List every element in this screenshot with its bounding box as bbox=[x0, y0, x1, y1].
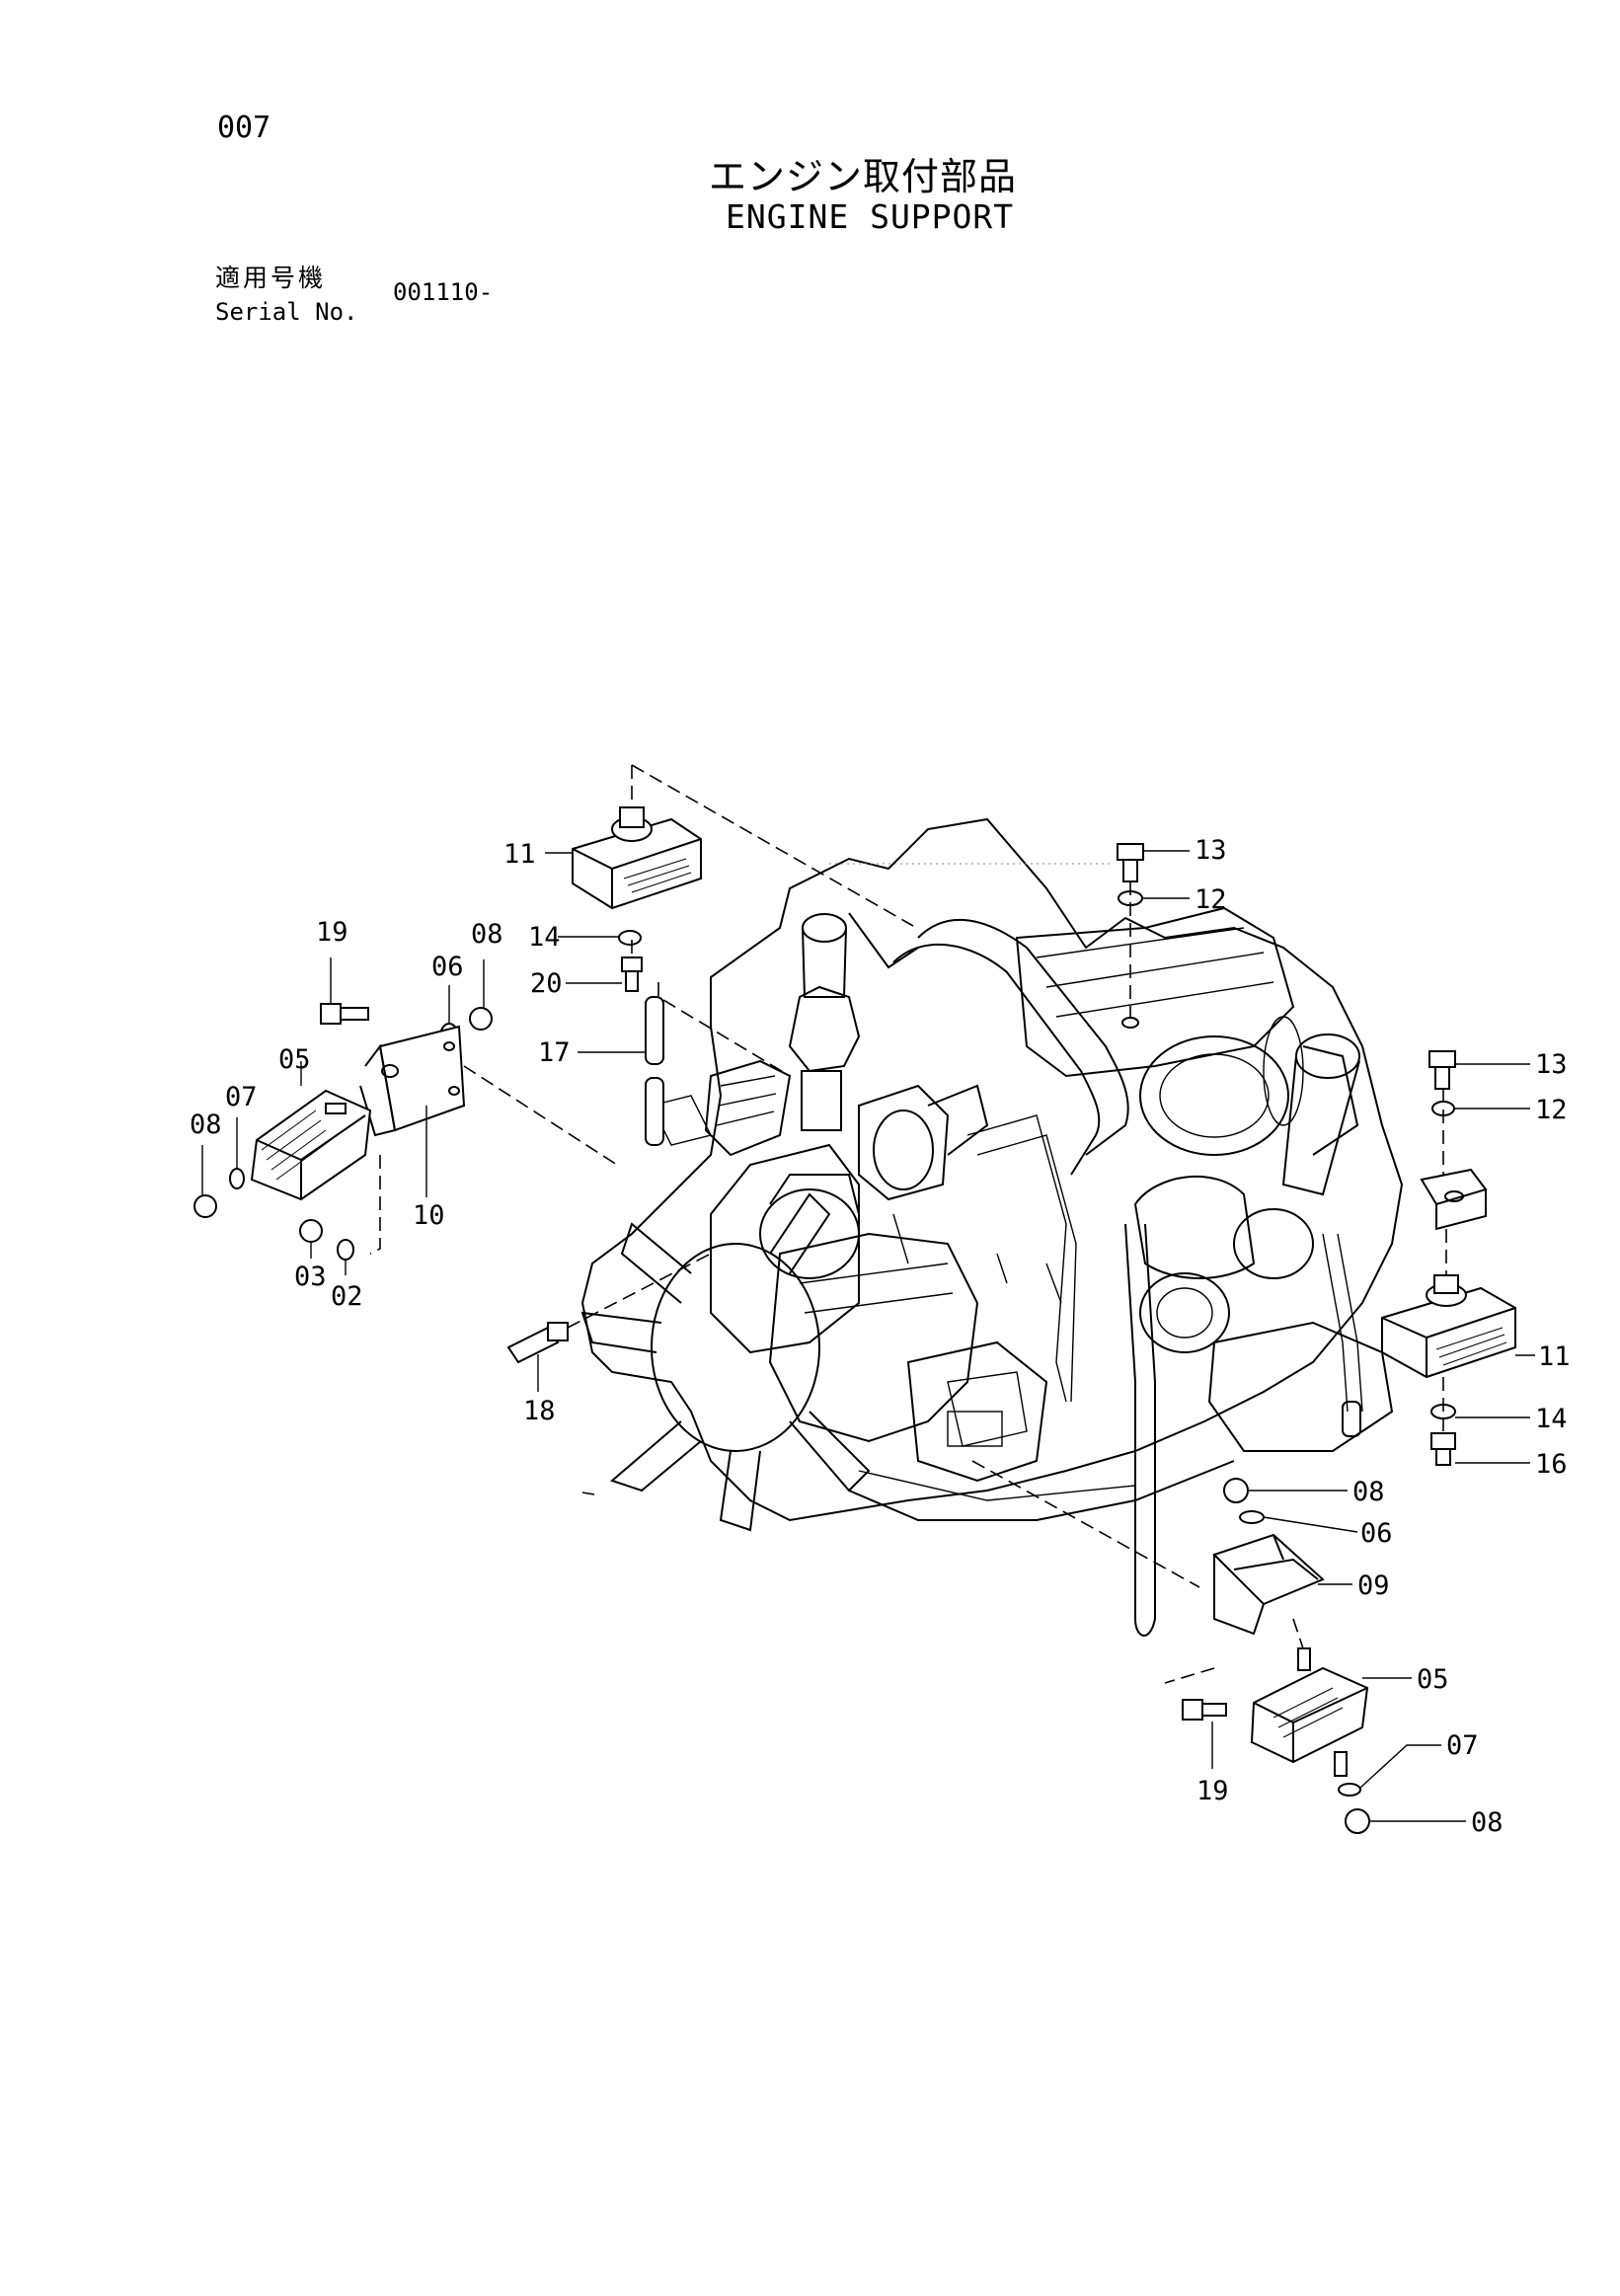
engine-illustration bbox=[580, 817, 1488, 1637]
part-07-washer-left bbox=[229, 1168, 245, 1189]
callout-11-right: 11 bbox=[1538, 1341, 1571, 1372]
part-05-mount-lower bbox=[1250, 1647, 1369, 1777]
callout-08-lower-top: 08 bbox=[1352, 1477, 1385, 1507]
callout-12-right: 12 bbox=[1535, 1095, 1568, 1125]
callout-14-right: 14 bbox=[1535, 1404, 1568, 1434]
page-number: 007 bbox=[217, 111, 271, 145]
part-10-bracket bbox=[359, 1025, 466, 1137]
callout-06-lower: 06 bbox=[1360, 1518, 1393, 1549]
callout-05-lower: 05 bbox=[1417, 1664, 1449, 1695]
callout-02: 02 bbox=[331, 1281, 363, 1312]
callout-14-upper: 14 bbox=[528, 922, 561, 953]
callout-07-lower: 07 bbox=[1446, 1730, 1479, 1761]
callout-20: 20 bbox=[530, 968, 563, 999]
callout-labels: 11 14 20 17 13 12 19 06 08 05 07 08 10 0… bbox=[190, 835, 1571, 1838]
callout-08-lower: 08 bbox=[1471, 1807, 1504, 1838]
page-title-japanese: エンジン取付部品 bbox=[709, 155, 1018, 198]
callout-08-left-top: 08 bbox=[471, 919, 503, 950]
part-07-washer-lower bbox=[1338, 1783, 1361, 1797]
part-19-bolt-left bbox=[320, 1003, 369, 1025]
part-03-nut bbox=[299, 1219, 323, 1243]
part-05-mount-left bbox=[250, 1089, 372, 1201]
callout-09: 09 bbox=[1357, 1570, 1390, 1601]
part-08-nut-lower bbox=[1345, 1808, 1370, 1834]
part-19-bolt-lower bbox=[1182, 1699, 1227, 1721]
serial-label-english: Serial No. bbox=[215, 298, 358, 326]
callout-10: 10 bbox=[413, 1200, 445, 1231]
callout-19-left: 19 bbox=[316, 917, 348, 948]
part-14-washer-upper bbox=[618, 930, 642, 946]
callout-08-left: 08 bbox=[190, 1110, 222, 1140]
callout-19-lower: 19 bbox=[1196, 1776, 1229, 1806]
part-08-nut-left-top bbox=[469, 1007, 493, 1031]
part-09-bracket bbox=[1212, 1533, 1325, 1636]
part-06-washer-lower bbox=[1239, 1510, 1265, 1524]
callout-13-right: 13 bbox=[1535, 1049, 1568, 1080]
callout-13-upper: 13 bbox=[1195, 835, 1227, 866]
callout-03: 03 bbox=[294, 1262, 327, 1292]
callout-06-left: 06 bbox=[431, 952, 464, 982]
callout-16: 16 bbox=[1535, 1449, 1568, 1480]
part-16-bolt bbox=[1430, 1432, 1456, 1466]
callout-07-left: 07 bbox=[225, 1082, 258, 1112]
part-17-bush-lower bbox=[645, 1077, 664, 1146]
part-11-mount-right bbox=[1381, 1274, 1516, 1379]
callout-18: 18 bbox=[523, 1396, 556, 1426]
page-title-english: ENGINE SUPPORT bbox=[726, 197, 1015, 236]
callout-05-left: 05 bbox=[278, 1044, 311, 1075]
serial-number-value: 001110- bbox=[393, 278, 494, 306]
part-02-washer bbox=[337, 1239, 354, 1261]
part-17-bush-upper bbox=[645, 996, 664, 1065]
part-18-sensor bbox=[506, 1322, 569, 1364]
part-20-bolt bbox=[621, 957, 643, 992]
parts-group bbox=[193, 806, 1516, 1834]
part-08-nut-left bbox=[193, 1194, 217, 1218]
callout-17: 17 bbox=[538, 1037, 571, 1068]
assembly-lines bbox=[369, 764, 1447, 1684]
leader-lines bbox=[201, 850, 1535, 1822]
serial-label-japanese: 適用号機 bbox=[215, 264, 327, 292]
callout-11-upper: 11 bbox=[503, 839, 536, 870]
part-13-bolt-right bbox=[1428, 1050, 1456, 1090]
part-08-nut-lower-top bbox=[1223, 1478, 1249, 1503]
callout-12-upper: 12 bbox=[1195, 884, 1227, 915]
part-11-mount-upper bbox=[572, 806, 702, 910]
part-13-bolt-upper bbox=[1117, 843, 1144, 882]
